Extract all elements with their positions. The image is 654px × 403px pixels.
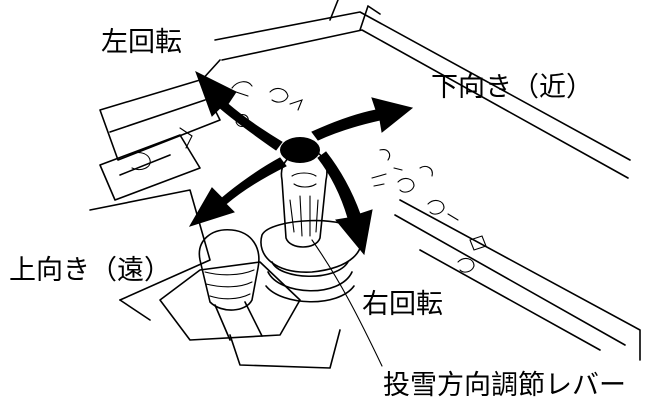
pivot-point — [280, 137, 320, 163]
tilt-arrow-down-icon — [311, 97, 414, 141]
rotation-arrow-right-icon — [317, 151, 373, 256]
tilt-arrow-up-icon — [188, 157, 287, 227]
label-lever-name: 投雪方向調節レバー — [383, 370, 626, 401]
rotation-arrow-left-icon — [195, 70, 283, 151]
label-down-near: 下向き（近） — [431, 72, 593, 103]
control-panel-sketch — [89, 0, 641, 369]
label-right-turn: 右回転 — [362, 289, 443, 320]
secondary-knob — [198, 229, 263, 341]
leader-line — [311, 239, 383, 367]
label-up-far: 上向き（遠） — [9, 255, 171, 286]
label-left-turn: 左回転 — [101, 27, 182, 58]
